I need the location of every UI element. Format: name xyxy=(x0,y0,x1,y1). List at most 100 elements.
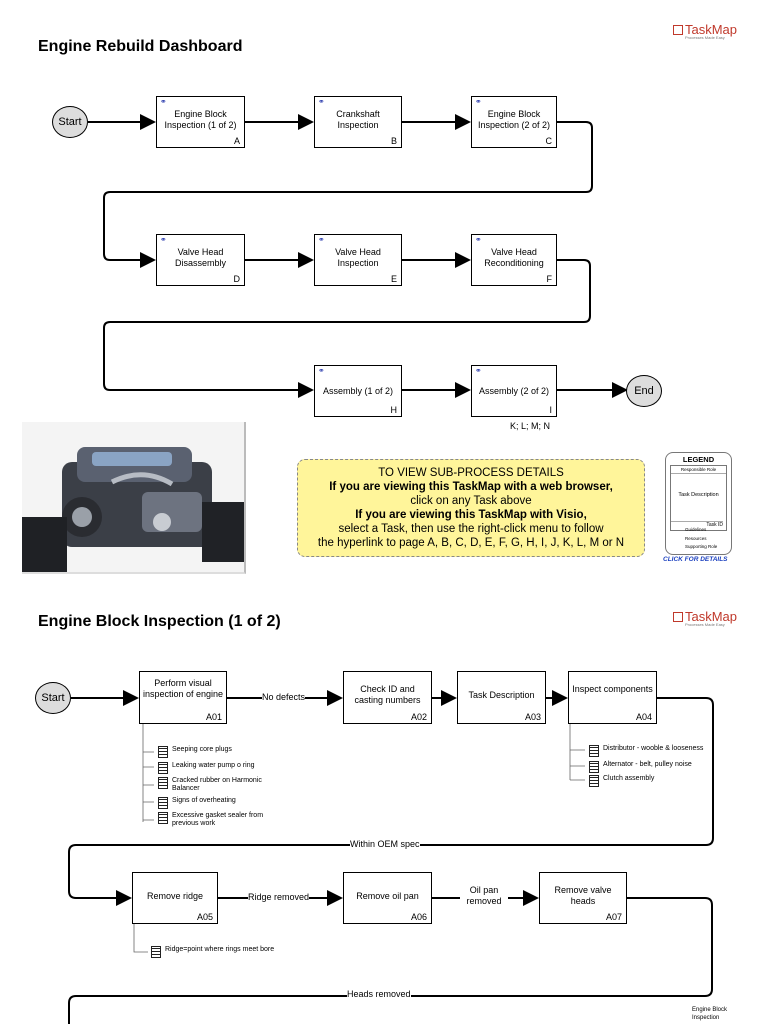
task-box-d[interactable]: ⚭ Valve Head Disassembly D xyxy=(156,234,245,286)
guideline-icon xyxy=(589,761,599,773)
task-label: Crankshaft Inspection xyxy=(336,109,380,130)
taskmap-logo-icon xyxy=(673,25,683,35)
task-box-h[interactable]: ⚭ Assembly (1 of 2) H xyxy=(314,365,402,417)
engine-photo-art xyxy=(22,422,244,572)
legend-click-link[interactable]: CLICK FOR DETAILS xyxy=(663,556,728,563)
task-box-e[interactable]: ⚭ Valve Head Inspection E xyxy=(314,234,402,286)
flow-label-no-defects: No defects xyxy=(262,692,306,702)
task-box-a04[interactable]: Inspect components A04 xyxy=(568,671,657,724)
legend-items: Guidelines Resources Supporting Role xyxy=(685,526,717,552)
flow-label-oil-pan-removed: Oil pan removed xyxy=(460,885,508,907)
task-box-f[interactable]: ⚭ Valve Head Reconditioning F xyxy=(471,234,557,286)
task-box-i[interactable]: ⚭ Assembly (2 of 2) I xyxy=(471,365,557,417)
logo-brand: TaskMap xyxy=(685,22,738,37)
task-code: I xyxy=(549,405,552,415)
guideline-item: Clutch assembly xyxy=(589,775,729,787)
subprocess-title: Engine Block Inspection (1 of 2) xyxy=(38,613,281,630)
link-icon: ⚭ xyxy=(318,366,325,375)
guideline-icon xyxy=(151,946,161,958)
task-label: Assembly (2 of 2) xyxy=(478,386,550,396)
link-icon: ⚭ xyxy=(318,235,325,244)
legend-sample-box: Responsible Role Task Description Task I… xyxy=(670,465,727,531)
guideline-icon xyxy=(158,762,168,774)
guideline-text: Leaking water pump o ring xyxy=(172,762,255,769)
link-icon: ⚭ xyxy=(160,235,167,244)
sub-start-node[interactable]: Start xyxy=(35,682,71,714)
guideline-text: Cracked rubber on Harmonic Balancer xyxy=(172,777,262,792)
task-label: Check ID and casting numbers xyxy=(354,684,421,705)
task-label: Assembly (1 of 2) xyxy=(322,386,394,396)
guideline-icon xyxy=(589,745,599,757)
task-box-a03[interactable]: Task Description A03 xyxy=(457,671,546,724)
note-line-3: click on any Task above xyxy=(410,495,532,507)
task-box-a05[interactable]: Remove ridge A05 xyxy=(132,872,218,924)
start-node[interactable]: Start xyxy=(52,106,88,138)
guideline-item: Excessive gasket sealer from previous wo… xyxy=(158,812,288,828)
task-code: A05 xyxy=(196,912,213,922)
task-code: A07 xyxy=(605,912,622,922)
task-code: H xyxy=(390,405,398,415)
guideline-text: Distributor - wooble & looseness xyxy=(603,745,704,752)
task-box-b[interactable]: ⚭ Crankshaft Inspection B xyxy=(314,96,402,148)
dashboard-connectors xyxy=(88,114,628,398)
task-box-a06[interactable]: Remove oil pan A06 xyxy=(343,872,432,924)
guideline-text: Excessive gasket sealer from previous wo… xyxy=(172,812,264,827)
task-label: Engine Block Inspection (2 of 2) xyxy=(477,109,551,130)
guideline-icon xyxy=(158,797,168,809)
task-box-c[interactable]: ⚭ Engine Block Inspection (2 of 2) C xyxy=(471,96,557,148)
note-line-1: TO VIEW SUB-PROCESS DETAILS xyxy=(378,467,564,479)
legend-guidelines: Guidelines xyxy=(685,527,707,532)
task-label: Engine Block Inspection (1 of 2) xyxy=(164,109,237,130)
task-label: Valve Head Inspection xyxy=(335,247,381,268)
page-reference[interactable]: Engine Block Inspection xyxy=(692,1007,728,1021)
legend-supporting: Supporting Role xyxy=(685,544,718,549)
task-box-a07[interactable]: Remove valve heads A07 xyxy=(539,872,627,924)
guideline-icon xyxy=(158,777,168,789)
task-label: Remove valve heads xyxy=(554,885,612,906)
task-code: A02 xyxy=(410,712,427,722)
guideline-item: Seeping core plugs xyxy=(158,746,288,758)
legend-title: LEGEND xyxy=(682,455,715,464)
guideline-text: Signs of overheating xyxy=(172,797,236,804)
guideline-item: Cracked rubber on Harmonic Balancer xyxy=(158,777,288,793)
guideline-brackets xyxy=(133,722,585,953)
task-label: Remove oil pan xyxy=(356,891,419,901)
guideline-item: Alternator - belt, pulley noise xyxy=(589,761,729,773)
task-code: C xyxy=(545,136,553,146)
engine-photo xyxy=(22,422,246,574)
flow-label-within-oem: Within OEM spec xyxy=(350,839,420,849)
task-code: A xyxy=(233,136,240,146)
task-box-a02[interactable]: Check ID and casting numbers A02 xyxy=(343,671,432,724)
task-label: Remove ridge xyxy=(146,891,204,901)
task-label: Valve Head Disassembly xyxy=(174,247,226,268)
guideline-item: Signs of overheating xyxy=(158,797,288,809)
link-icon: ⚭ xyxy=(318,97,325,106)
guideline-text: Clutch assembly xyxy=(603,775,655,782)
taskmap-logo: TaskMap Processes Made Easy xyxy=(673,22,737,40)
link-icon: ⚭ xyxy=(475,235,482,244)
legend[interactable]: LEGEND Responsible Role Task Description… xyxy=(665,452,732,555)
guideline-icon xyxy=(158,812,168,824)
dashboard-title: Engine Rebuild Dashboard xyxy=(38,38,243,55)
task-code: A06 xyxy=(410,912,427,922)
task-code: B xyxy=(390,136,397,146)
task-code: E xyxy=(390,274,397,284)
logo-tagline: Processes Made Easy xyxy=(685,622,725,627)
task-label: Inspect components xyxy=(572,684,653,694)
note-line-2: If you are viewing this TaskMap with a w… xyxy=(329,481,613,493)
guideline-icon xyxy=(158,746,168,758)
subprocess-instructions: TO VIEW SUB-PROCESS DETAILS If you are v… xyxy=(297,459,645,557)
task-box-a01[interactable]: Perform visual inspection of engine A01 xyxy=(139,671,227,724)
flow-label-heads-removed: Heads removed xyxy=(347,989,411,999)
task-label: Perform visual inspection of engine xyxy=(142,678,224,699)
taskmap-logo-2: TaskMap Processes Made Easy xyxy=(673,609,737,627)
flow-label-ridge-removed: Ridge removed xyxy=(248,892,310,902)
task-label: Valve Head Reconditioning xyxy=(484,247,544,268)
guideline-item: Distributor - wooble & looseness xyxy=(589,745,729,757)
legend-resources: Resources xyxy=(685,535,707,541)
guideline-item: Leaking water pump o ring xyxy=(158,762,288,774)
task-code: A01 xyxy=(205,712,222,722)
end-node[interactable]: End xyxy=(626,375,662,407)
guideline-text: Seeping core plugs xyxy=(172,746,232,753)
task-box-a[interactable]: ⚭ Engine Block Inspection (1 of 2) A xyxy=(156,96,245,148)
